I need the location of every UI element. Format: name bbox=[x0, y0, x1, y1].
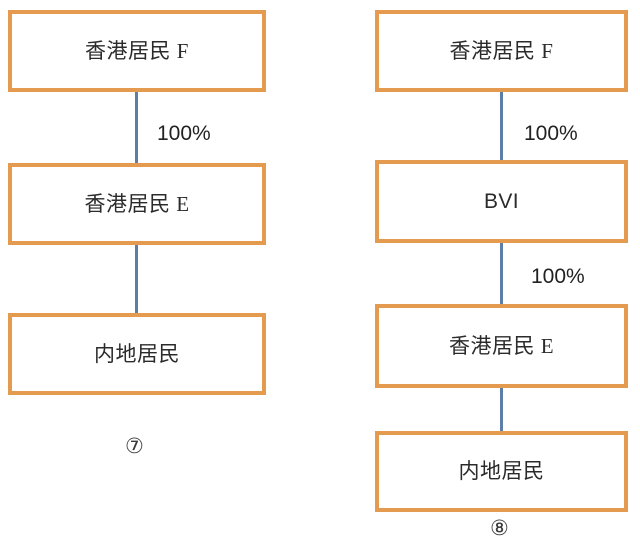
node-left-mainland-resident-label: 内地居民 bbox=[94, 341, 180, 366]
node-left-hk-resident-e-label: 香港居民 E bbox=[84, 191, 190, 216]
edge-label-right-bvi-to-e: 100% bbox=[531, 265, 585, 288]
connector-right-bvi-to-e bbox=[500, 241, 503, 306]
connector-left-e-to-mainland bbox=[135, 242, 138, 316]
node-right-mainland-resident[interactable]: 内地居民 bbox=[375, 431, 628, 512]
node-right-bvi-label: BVI bbox=[483, 190, 520, 213]
edge-label-left-f-to-e: 100% bbox=[157, 122, 211, 145]
figure-caption-7: ⑦ bbox=[125, 434, 144, 458]
connector-right-e-to-mainland bbox=[500, 386, 503, 433]
node-right-mainland-resident-label: 内地居民 bbox=[458, 459, 545, 483]
node-right-hk-resident-f[interactable]: 香港居民 F bbox=[375, 10, 628, 92]
node-left-hk-resident-f[interactable]: 香港居民 F bbox=[8, 10, 266, 92]
figure-caption-8: ⑧ bbox=[490, 516, 509, 540]
edge-label-right-f-to-bvi: 100% bbox=[524, 122, 578, 145]
node-left-hk-resident-f-label: 香港居民 F bbox=[85, 38, 189, 63]
node-right-bvi[interactable]: BVI bbox=[375, 160, 628, 243]
connector-right-f-to-bvi bbox=[500, 90, 503, 162]
node-right-hk-resident-f-label: 香港居民 F bbox=[449, 38, 554, 63]
node-right-hk-resident-e[interactable]: 香港居民 E bbox=[375, 304, 628, 388]
node-left-hk-resident-e[interactable]: 香港居民 E bbox=[8, 163, 266, 245]
node-left-mainland-resident[interactable]: 内地居民 bbox=[8, 313, 266, 395]
node-right-hk-resident-e-label: 香港居民 E bbox=[448, 333, 555, 358]
connector-left-f-to-e bbox=[135, 90, 138, 166]
